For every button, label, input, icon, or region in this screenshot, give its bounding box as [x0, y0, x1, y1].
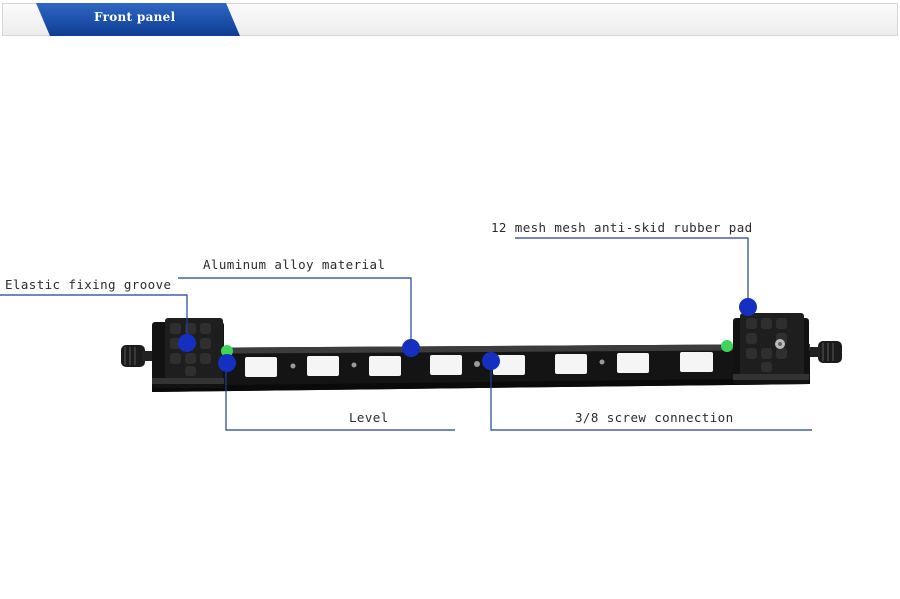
callout-markers [178, 298, 757, 372]
rail-slots [245, 352, 713, 377]
left-clamp [152, 318, 224, 388]
callout-lines [0, 237, 812, 431]
header-tab [36, 3, 240, 36]
callout-level: Level [349, 410, 389, 425]
rail-bar [152, 344, 810, 392]
right-knob [806, 341, 842, 363]
callout-screw: 3/8 screw connection [575, 410, 734, 425]
callout-rubber-pad: 12 mesh mesh anti-skid rubber pad [491, 220, 753, 235]
left-level-bubble [221, 345, 233, 357]
callout-groove: Elastic fixing groove [5, 277, 172, 292]
header-title: Front panel [94, 10, 176, 24]
left-knob [121, 345, 156, 367]
right-clamp [733, 313, 809, 384]
callout-aluminum: Aluminum alloy material [203, 257, 386, 272]
right-level-bubble [721, 340, 733, 352]
